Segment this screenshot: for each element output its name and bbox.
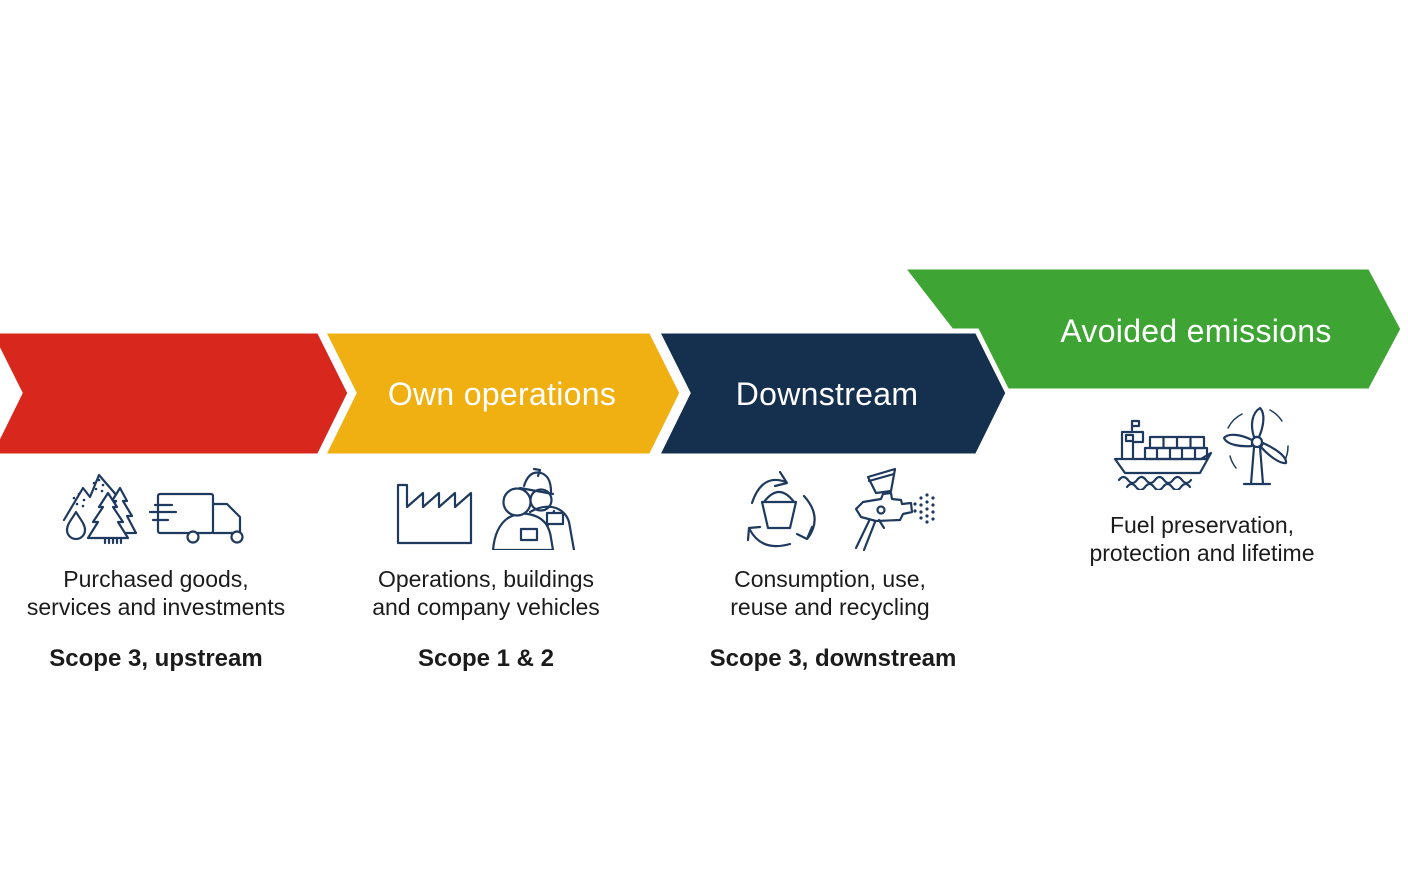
upstream-arrow [0, 328, 353, 459]
downstream-description: Consumption, use, reuse and recycling [680, 566, 980, 621]
truck-icon [148, 492, 244, 544]
recycling-icon [746, 470, 816, 548]
description-line: services and investments [26, 593, 286, 620]
scope-1-2-label: Scope 1 & 2 [417, 645, 555, 672]
downstream-arrow-label: Downstream [735, 375, 919, 412]
description-line: Purchased goods, [63, 566, 249, 592]
spray-gun-icon [854, 467, 935, 552]
own-operations-arrow [318, 328, 685, 459]
downstream-arrow [652, 328, 1011, 459]
avoided-emissions-description: Fuel preservation, protection and lifeti… [1040, 512, 1364, 567]
description-line: protection and lifetime [1089, 539, 1315, 566]
scope-3-downstream-label: Scope 3, downstream [709, 645, 957, 672]
avoided-emissions-arrow-label: Avoided emissions [1060, 312, 1332, 349]
ship-icon [1113, 419, 1213, 490]
wind-turbine-icon [1222, 406, 1289, 486]
description-line: and company vehicles [372, 593, 600, 620]
own-operations-description: Operations, buildings and company vehicl… [336, 566, 636, 621]
description-line: Operations, buildings [377, 566, 595, 592]
nature-icon [62, 473, 138, 545]
own-operations-arrow-label: Own operations [387, 375, 617, 412]
description-line: Fuel preservation, [1109, 512, 1295, 538]
upstream-description: Purchased goods, services and investment… [6, 566, 306, 621]
scope-3-upstream-label: Scope 3, upstream [49, 645, 263, 672]
worker-icon [491, 467, 576, 550]
upstream-arrow-label: Upstream [92, 2, 234, 39]
factory-icon [396, 483, 473, 545]
description-line: Consumption, use, [734, 566, 926, 592]
description-line: reuse and recycling [730, 593, 930, 620]
